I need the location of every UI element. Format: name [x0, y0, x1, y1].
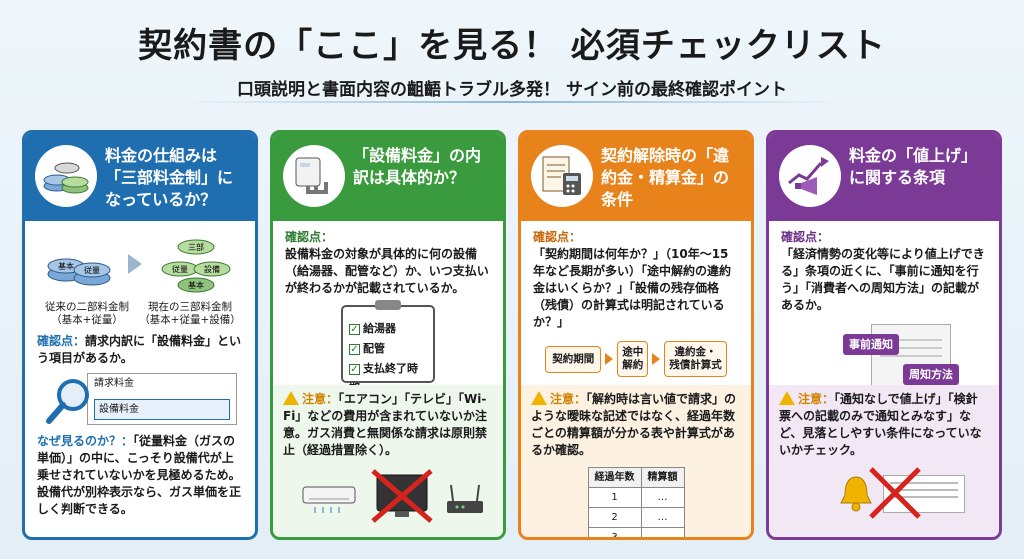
air-conditioner-icon	[302, 486, 356, 513]
bill-item-equipment: 設備料金	[94, 399, 230, 420]
note-label: 注意：	[302, 392, 339, 406]
check-text: 設備料金の対象が具体的に何の設備（給湯器、配管など）か、いつ支払いが終わるかが記…	[285, 247, 489, 295]
checkbox-checked-icon: ✓	[349, 344, 360, 355]
coin-label-basic2: 基本	[188, 280, 204, 290]
three-part-coins-icon: 三部 従量 設備 基本	[161, 239, 231, 293]
contract-calculator-icon	[531, 145, 593, 207]
coin-label-three: 三部	[188, 242, 204, 252]
checklist-item: ✓配管	[349, 342, 385, 355]
card-heading: 料金の「値上げ」に関する条項	[849, 146, 978, 187]
clipboard: ✓給湯器 ✓配管 ✓支払終了時期	[341, 300, 435, 395]
note-text: 「通知なしで値上げ」「検針票への記載のみで通知とみなす」など、見落としやすい条件…	[779, 392, 982, 457]
warning-icon	[779, 391, 795, 405]
bill-title: 請求料金	[94, 378, 134, 389]
card-heading: 「設備料金」の内訳は具体的か？	[353, 146, 482, 187]
card-heading: 料金の仕組みは「三部料金制」になっているか？	[105, 146, 234, 209]
note-label: 注意：	[550, 392, 587, 406]
coin-label-basic: 基本	[58, 261, 74, 271]
arrow-right-icon	[128, 254, 142, 274]
table-row: 1…	[587, 487, 685, 508]
page-subtitle: 口頭説明と書面内容の齟齬トラブル多発！ サイン前の最終確認ポイント	[237, 80, 787, 100]
flow-step: 違約金・ 残債計算式	[664, 341, 727, 377]
rising-chart-megaphone-icon	[779, 145, 841, 207]
coin-stack-icon	[35, 145, 97, 207]
tag-notice-method: 周知方法	[903, 364, 959, 385]
wifi-router-icon	[447, 484, 483, 513]
bell-icon	[840, 476, 872, 512]
check-label: 確認点：	[533, 230, 582, 244]
check-label: 確認点：	[37, 334, 86, 348]
coin-label-volume2: 従量	[172, 264, 188, 274]
bill-document: 請求料金 設備料金	[87, 373, 237, 425]
page-title: 契約書の「ここ」を見る！ 必須チェックリスト	[138, 26, 886, 66]
warning-icon	[283, 391, 299, 405]
check-text: 「経済情勢の変化等により値上げできる」条項の近くに、「事前に通知を行う」「消費者…	[781, 247, 985, 312]
check-label: 確認点：	[781, 230, 830, 244]
card-heading: 契約解除時の「違約金・精算金」の条件	[601, 146, 730, 209]
check-label: 確認点：	[285, 230, 334, 244]
warning-icon	[531, 391, 547, 405]
coin-label-equip: 設備	[204, 264, 220, 274]
flow-arrow-icon	[605, 353, 614, 365]
check-text: 「契約期間は何年か？」（10年〜15年など長期が多い）「途中解約の違約金はいくら…	[533, 247, 732, 329]
note-box: 注意：「解約時は言い値で請求」のような曖昧な記述ではなく、経過年数ごとの精算額が…	[521, 385, 751, 537]
magnifier-icon	[46, 379, 89, 424]
note-box: 注意：「エアコン」「テレビ」「Wi-Fi」などの費用が含まれていないか注意。ガス…	[273, 385, 503, 537]
tag-advance-notice: 事前通知	[843, 334, 899, 355]
settlement-table: 経過年数 精算額 1… 2… 3…	[587, 467, 685, 537]
checkbox-checked-icon: ✓	[349, 324, 360, 335]
cancellation-flow: 契約期間 途中 解約 違約金・ 残債計算式	[533, 341, 739, 377]
note-label: 注意：	[798, 392, 835, 406]
coin-label-volume: 従量	[84, 265, 100, 275]
old-system-label: 従来の二部料金制 （基本+従量）	[45, 301, 129, 326]
two-part-coins-icon: 基本 従量	[47, 258, 111, 286]
table-header: 経過年数	[587, 467, 642, 488]
tv-crossed-icon	[371, 469, 433, 523]
new-system-label: 現在の三部料金制 （基本+従量+設備）	[139, 301, 241, 326]
table-header: 精算額	[640, 467, 685, 488]
flow-step: 契約期間	[545, 345, 602, 373]
why-label: なぜ見るのか？：	[37, 434, 134, 448]
note-text: 「解約時は言い値で請求」のような曖昧な記述ではなく、経過年数ごとの精算額が分かる…	[531, 392, 737, 457]
table-row: 3…	[587, 527, 685, 537]
card-equipment-fee: 「設備料金」の内訳は具体的か？ 確認点： 設備料金の対象が具体的に何の設備（給湯…	[270, 130, 506, 540]
why-text: 「従量料金（ガスの単価）」の中に、こっそり設備代が上乗せされていないかを見極める…	[37, 434, 242, 516]
flow-arrow-icon	[652, 353, 661, 365]
card-cancellation: 契約解除時の「違約金・精算金」の条件 確認点： 「契約期間は何年か？」（10年〜…	[518, 130, 754, 540]
table-row: 2…	[587, 507, 685, 528]
cross-mark-icon	[869, 467, 921, 519]
water-heater-icon	[283, 145, 345, 207]
flow-step: 途中 解約	[617, 341, 649, 377]
subtitle-underline	[180, 101, 844, 103]
checkbox-checked-icon: ✓	[349, 364, 360, 375]
card-billing-structure: 料金の仕組みは「三部料金制」になっているか？ 基本 従量 三部 従量 設備 基本	[22, 130, 258, 540]
note-box: 注意：「通知なしで値上げ」「検針票への記載のみで通知とみなす」など、見落としやす…	[769, 385, 999, 537]
checklist-item: ✓給湯器	[349, 322, 396, 335]
check-text: 請求内訳に「設備料金」という項目があるか。	[37, 334, 242, 365]
card-price-increase: 料金の「値上げ」に関する条項 確認点： 「経済情勢の変化等により値上げできる」条…	[766, 130, 1002, 540]
note-text: 「エアコン」「テレビ」「Wi-Fi」などの費用が含まれていないか注意。ガス消費と…	[283, 392, 488, 457]
